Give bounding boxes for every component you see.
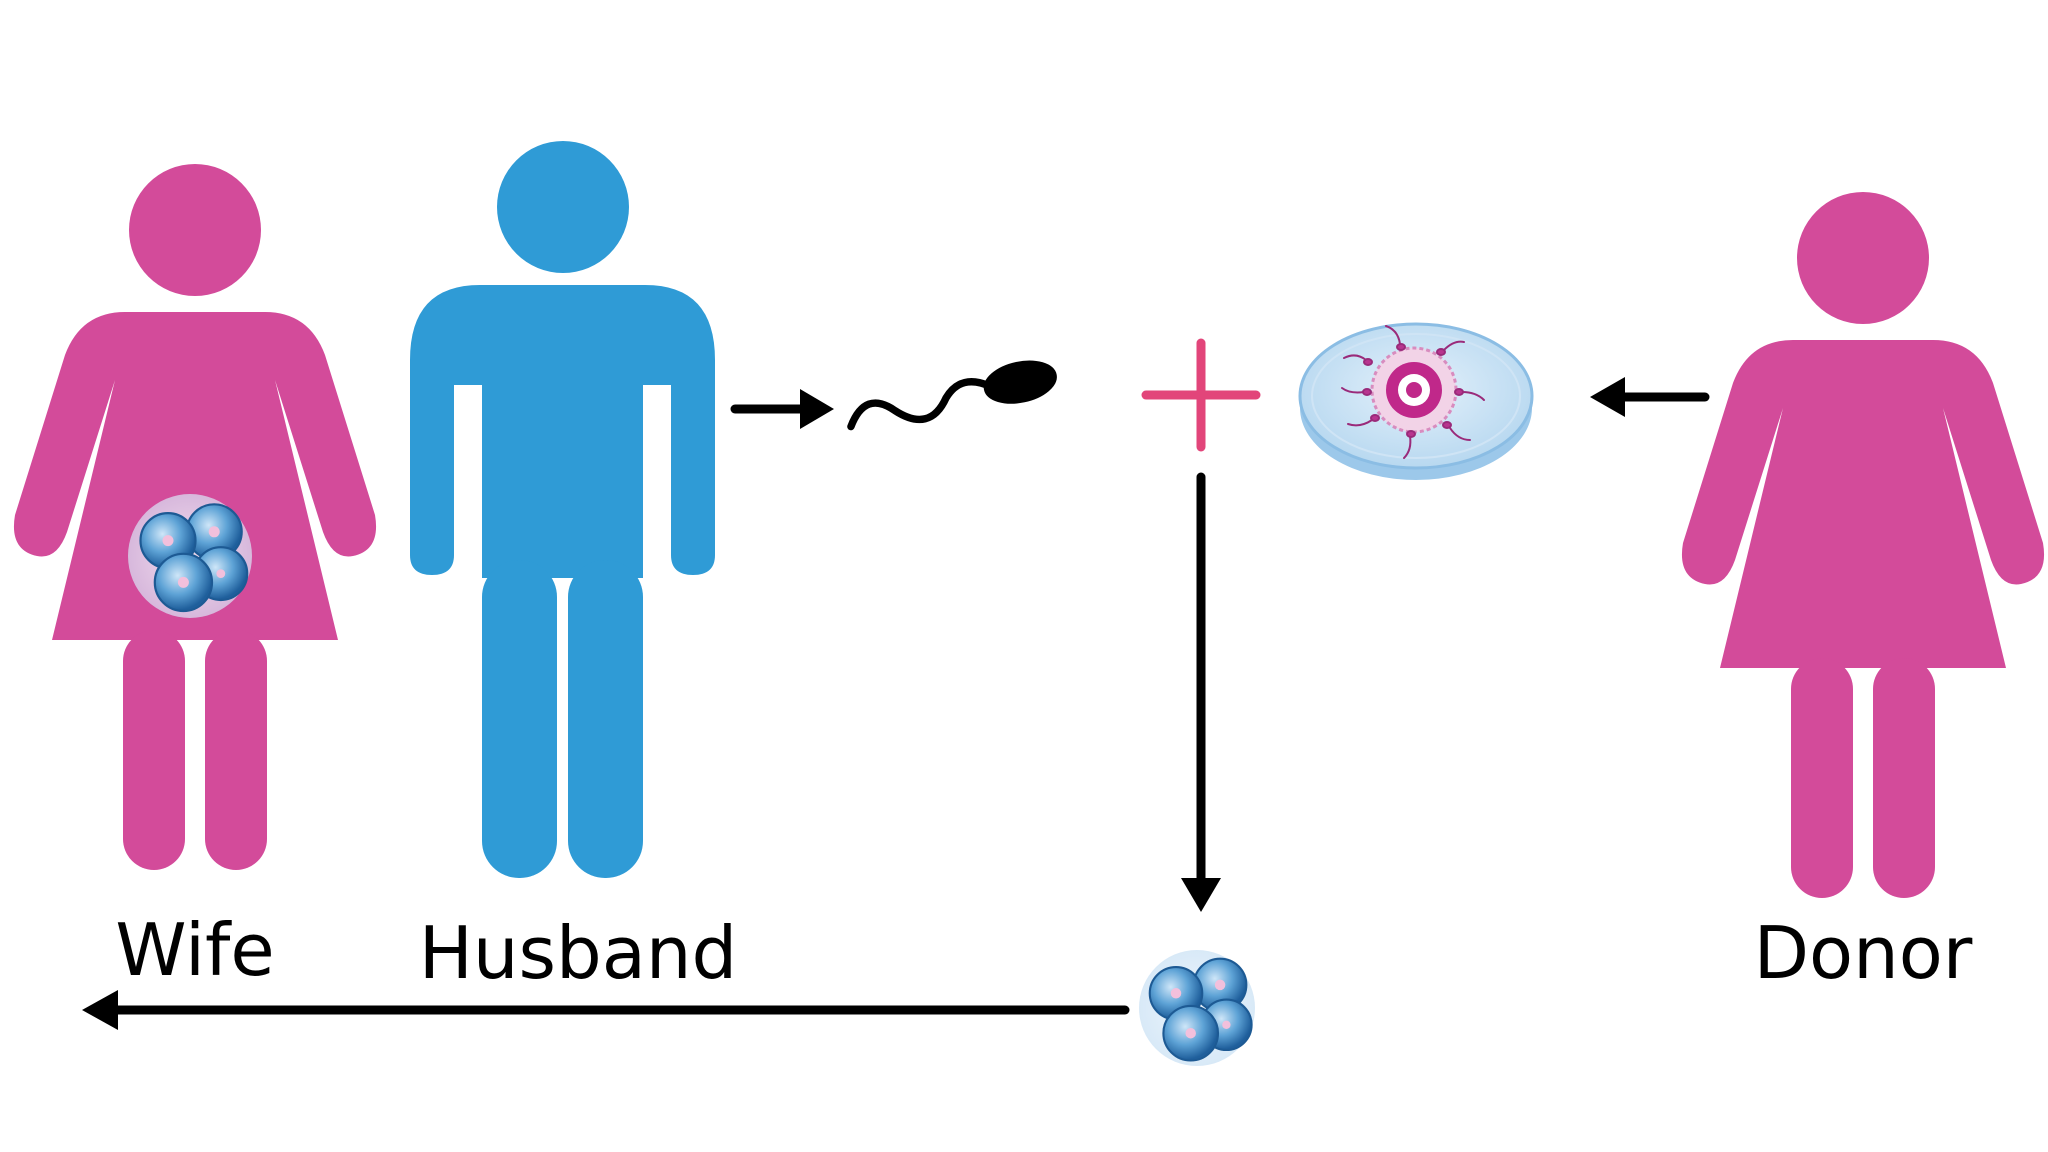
wife-embryo-icon (128, 494, 252, 618)
arrow-embryo-to-wife (82, 990, 1130, 1030)
husband-figure (410, 141, 715, 878)
donor-figure (1681, 192, 2045, 898)
arrow-donor-to-dish (1590, 377, 1710, 417)
sperm-icon (845, 355, 1060, 438)
arrow-husband-to-sperm (730, 389, 834, 429)
embryo-icon (1139, 950, 1255, 1066)
husband-label: Husband (419, 911, 737, 995)
plus-icon (1141, 338, 1261, 452)
donor-label: Donor (1754, 911, 1973, 995)
wife-label: Wife (115, 908, 274, 992)
arrow-down-to-embryo (1181, 472, 1221, 912)
petri-dish-egg-icon (1298, 322, 1534, 480)
